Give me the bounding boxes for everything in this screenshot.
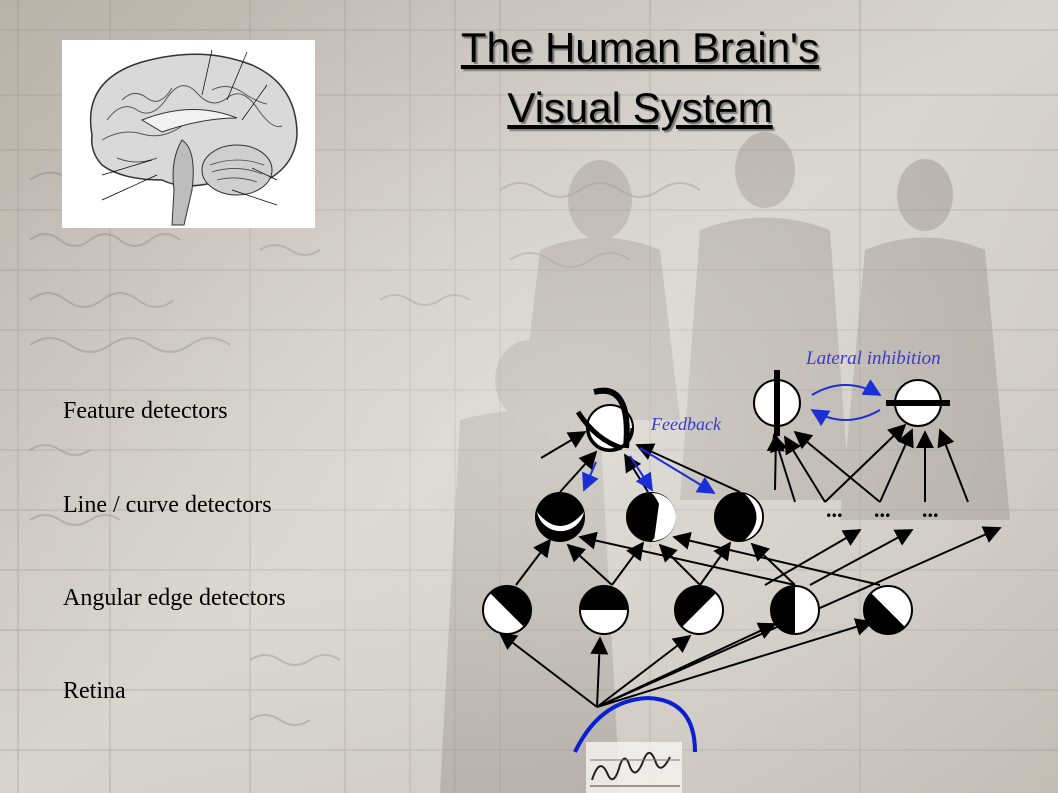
arrow-retina-to-edge-5 bbox=[596, 618, 874, 708]
arrow-edge-to-curve-6 bbox=[578, 531, 796, 586]
ellipsis-1: ... bbox=[826, 497, 843, 522]
arrow-edge-to-curve-8 bbox=[672, 531, 881, 586]
level-label-retina: Retina bbox=[63, 678, 126, 704]
edge-detector-node-2 bbox=[579, 585, 629, 635]
ellipsis-3: ... bbox=[922, 497, 939, 522]
arrow-dots-to-horizontal-1 bbox=[824, 423, 907, 503]
horizontal-line-detector-node bbox=[886, 379, 950, 427]
lateral-inhibition-arrow-right bbox=[811, 379, 882, 396]
arrow-dots-to-vertical-3 bbox=[770, 433, 796, 503]
arrow-curve-to-feature-3 bbox=[635, 443, 741, 493]
edge-detector-node-5 bbox=[863, 585, 913, 635]
arrow-dots-to-horizontal-4 bbox=[937, 428, 969, 503]
level-label-line-curve-detectors: Line / curve detectors bbox=[63, 492, 272, 518]
arrow-edge-to-curve-2 bbox=[566, 543, 613, 586]
arrow-curve-left-in bbox=[540, 431, 587, 459]
curve-detector-node-1 bbox=[535, 492, 585, 542]
arrow-dots-to-horizontal-2 bbox=[879, 428, 914, 503]
arrow-edge-to-curve-10 bbox=[764, 529, 862, 586]
feedback-arrow-2 bbox=[629, 455, 653, 492]
vertical-line-detector-node bbox=[753, 370, 801, 436]
edge-detector-node-3 bbox=[674, 585, 724, 635]
arrow-curve-to-feature-1 bbox=[559, 450, 598, 493]
ellipsis-2: ... bbox=[874, 497, 891, 522]
level-label-angular-edge-detectors: Angular edge detectors bbox=[63, 585, 286, 611]
arrow-retina-to-edge-3 bbox=[596, 634, 692, 708]
arrow-edge-to-curve-7 bbox=[750, 542, 796, 586]
arrow-edge-to-curve-5 bbox=[699, 541, 732, 586]
curve-detector-node-2 bbox=[626, 492, 676, 542]
level-label-feature-detectors: Feature detectors bbox=[63, 398, 228, 424]
arrow-retina-to-edge-1 bbox=[498, 631, 598, 708]
arrow-dots-to-vertical-2 bbox=[793, 430, 881, 503]
edge-detector-node-1 bbox=[482, 585, 532, 635]
arrow-retina-to-edge-2 bbox=[590, 636, 609, 708]
feature-detector-node bbox=[575, 387, 634, 452]
retina-arc bbox=[573, 695, 697, 753]
edge-detector-node-4 bbox=[770, 585, 820, 635]
lateral-inhibition-label: Lateral inhibition bbox=[805, 348, 941, 369]
slide-title-line2: Visual System bbox=[507, 84, 773, 131]
handwritten-signature-icon bbox=[586, 742, 682, 793]
arrow-edge-to-vertical bbox=[766, 433, 785, 491]
feedback-arrow-3 bbox=[639, 447, 716, 494]
lateral-inhibition-arrow-left bbox=[810, 409, 881, 427]
arrow-edge-to-curve-1 bbox=[515, 538, 552, 586]
feedback-label: Feedback bbox=[650, 414, 722, 434]
slide-title-line1: The Human Brain's bbox=[460, 24, 820, 71]
arrow-curve-to-feature-2 bbox=[624, 453, 649, 493]
brain-sagittal-section-icon bbox=[62, 40, 315, 228]
arrow-dots-to-vertical-1 bbox=[784, 435, 826, 503]
arrow-edge-to-curve-4 bbox=[658, 543, 701, 586]
curve-detector-node-3 bbox=[714, 492, 764, 542]
arrow-edge-to-curve-9 bbox=[809, 529, 914, 586]
feedback-arrow-1 bbox=[582, 461, 599, 492]
